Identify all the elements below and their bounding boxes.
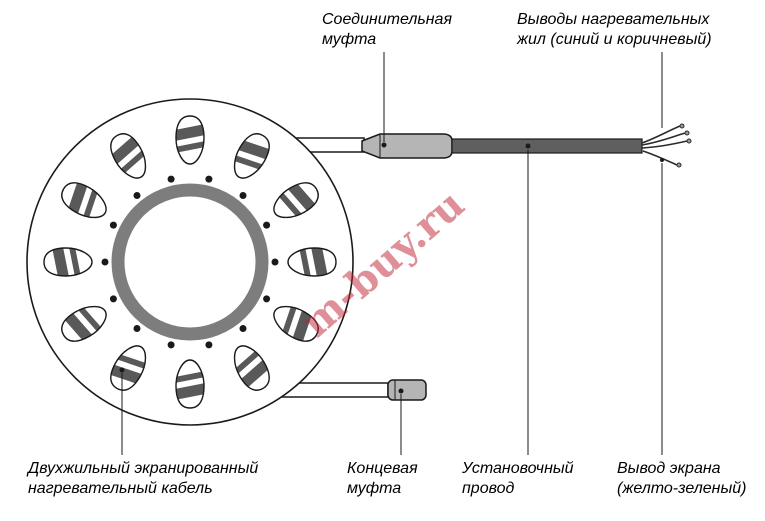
- hub-dots: [101, 175, 279, 349]
- spool-hub: [111, 183, 269, 341]
- label-line: муфта: [347, 480, 402, 497]
- label-line: Выводы нагревательных: [517, 11, 710, 28]
- wire-tip: [686, 138, 692, 144]
- label-shield-lead: Вывод экрана (желто-зеленый): [617, 459, 746, 499]
- label-line: Соединительная: [322, 11, 452, 28]
- label-line: Концевая: [347, 460, 418, 477]
- label-connecting-coupling: Соединительная муфта: [322, 10, 452, 50]
- cable-spool: [26, 98, 354, 426]
- wire-tip: [676, 162, 682, 168]
- end-coupling-assembly: [281, 379, 427, 401]
- installation-wire: [451, 138, 643, 154]
- leader-lines: [119, 52, 664, 455]
- label-end-coupling: Концевая муфта: [347, 459, 418, 499]
- installation-wire-assembly: [293, 123, 692, 168]
- label-line: (желто-зеленый): [617, 480, 747, 497]
- label-line: жил (синий и коричневый): [517, 31, 712, 48]
- label-line: нагревательный кабель: [28, 480, 213, 497]
- label-line: Вывод экрана: [617, 460, 721, 477]
- heating-lead-wire: [641, 125, 681, 144]
- end-coupling: [387, 379, 427, 401]
- heating-lead-wire: [641, 140, 688, 149]
- shield-lead-wire: [642, 150, 678, 166]
- label-installation-wire: Установочный провод: [462, 459, 574, 499]
- wire-tip: [684, 130, 690, 136]
- heating-lead-wire: [641, 132, 686, 146]
- wire-leads: [641, 123, 692, 168]
- label-line: провод: [462, 480, 515, 497]
- label-heating-leads: Выводы нагревательных жил (синий и корич…: [517, 10, 712, 50]
- label-heating-cable: Двухжильный экранированный нагревательны…: [28, 459, 258, 499]
- label-line: Двухжильный экранированный: [28, 460, 259, 477]
- connecting-coupling: [361, 133, 453, 159]
- label-line: муфта: [322, 31, 377, 48]
- label-line: Установочный: [462, 460, 574, 477]
- wire-tip: [679, 123, 685, 129]
